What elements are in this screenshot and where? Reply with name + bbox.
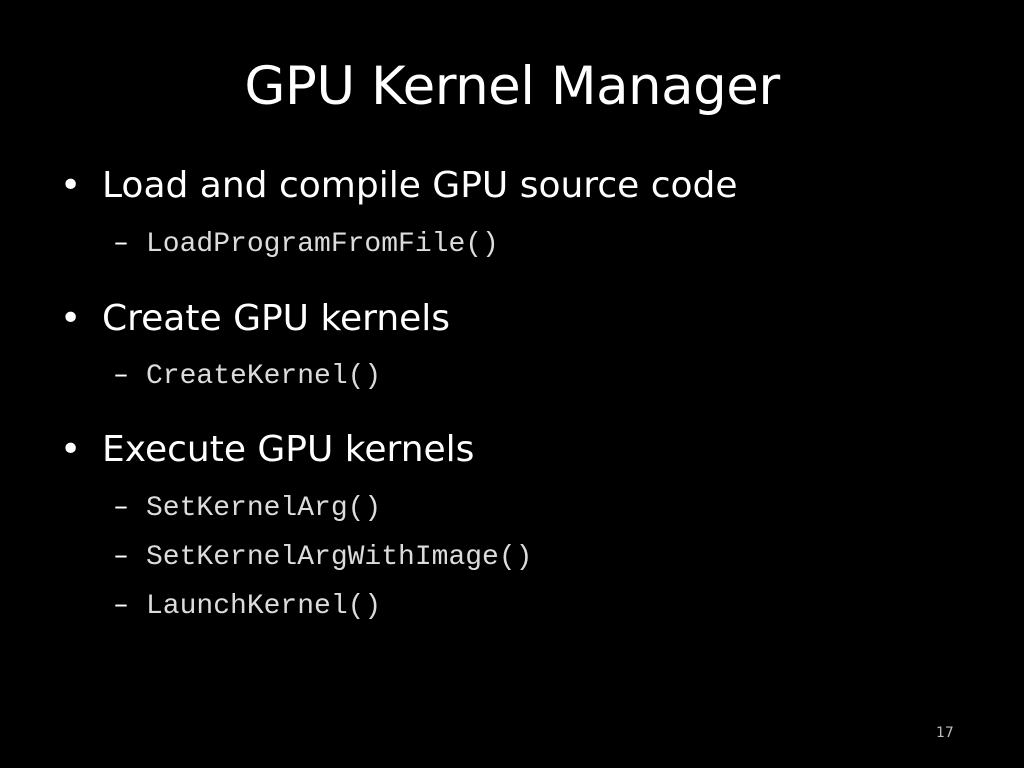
- bullet-marker: •: [60, 429, 82, 470]
- sub-item: –SetKernelArgWithImage(): [114, 537, 532, 576]
- bullet-marker: •: [60, 165, 82, 206]
- bullet-text: Load and compile GPU source code: [102, 165, 738, 206]
- sub-marker: –: [114, 587, 128, 620]
- bullet-text: Create GPU kernels: [102, 298, 451, 339]
- sub-item: –LaunchKernel(): [114, 586, 381, 625]
- code-function-name: SetKernelArgWithImage(): [146, 542, 533, 573]
- sub-marker: –: [114, 225, 128, 258]
- bullet-text: Execute GPU kernels: [102, 429, 475, 470]
- bullet-item: • Load and compile GPU source code: [60, 164, 738, 208]
- bullet-marker: •: [60, 298, 82, 339]
- code-function-name: SetKernelArg(): [146, 493, 382, 524]
- page-number: 17: [936, 725, 954, 741]
- slide-title: GPU Kernel Manager: [244, 56, 780, 117]
- code-function-name: LaunchKernel(): [146, 591, 382, 622]
- sub-marker: –: [114, 357, 128, 390]
- sub-marker: –: [114, 489, 128, 522]
- code-function-name: LoadProgramFromFile(): [146, 229, 499, 260]
- sub-item: –LoadProgramFromFile(): [114, 224, 499, 263]
- code-function-name: CreateKernel(): [146, 361, 382, 392]
- sub-item: –SetKernelArg(): [114, 488, 381, 527]
- sub-marker: –: [114, 538, 128, 571]
- bullet-item: • Execute GPU kernels: [60, 428, 474, 472]
- sub-item: –CreateKernel(): [114, 356, 381, 395]
- bullet-item: • Create GPU kernels: [60, 297, 450, 341]
